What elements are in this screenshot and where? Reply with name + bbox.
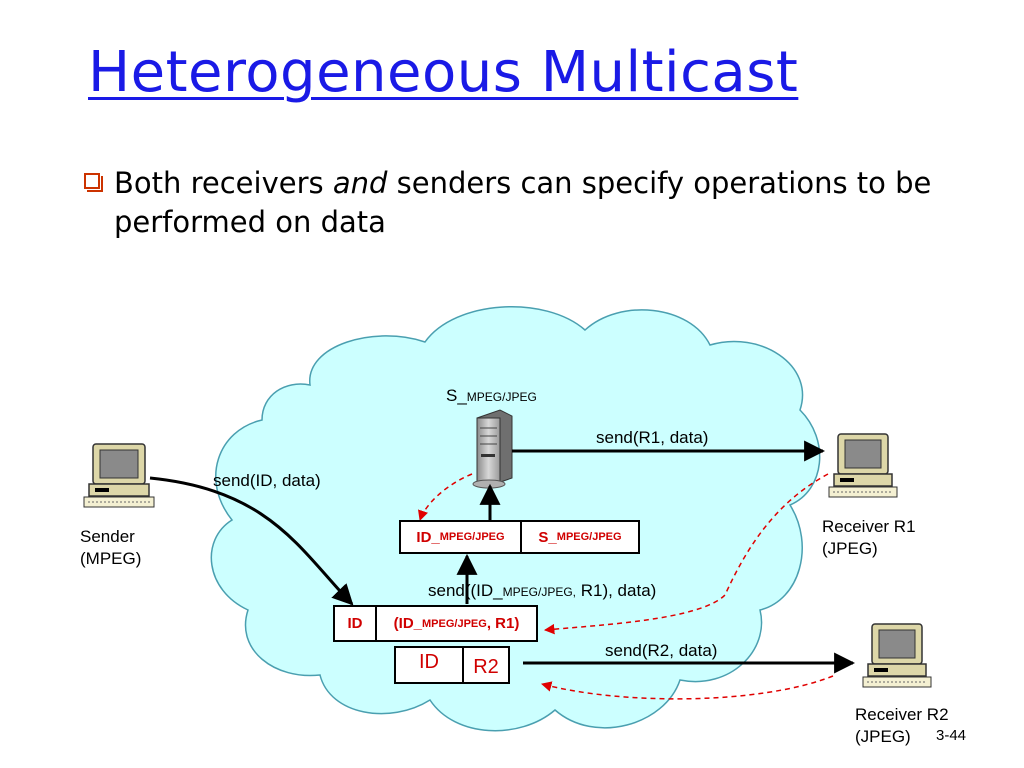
network-cloud xyxy=(210,306,821,732)
send-id-data-label: send(ID, data) xyxy=(213,471,321,490)
bullet-text: Both receivers and senders can specify o… xyxy=(114,166,932,239)
sender-to-id-arrow xyxy=(149,476,354,606)
sender-label: Sender(MPEG) xyxy=(80,527,142,568)
s-mpeg-jpeg-box: S_MPEG/JPEG xyxy=(520,520,640,554)
r2-box: R2 xyxy=(462,646,510,684)
bullet-emphasis: and xyxy=(332,166,388,200)
bottom-id-box: ID xyxy=(394,646,464,684)
slide-number: 3-44 xyxy=(936,727,967,744)
r1-to-idr1-dashed-arrow xyxy=(543,473,829,635)
send-nested-label: send((ID_MPEG/JPEG, R1), data) xyxy=(428,581,657,600)
send-r2-data-label: send(R2, data) xyxy=(605,641,718,660)
server-to-idmpeg-dashed-arrow xyxy=(418,473,473,521)
server-label: S_MPEG/JPEG xyxy=(446,386,537,405)
slide-title: Heterogeneous Multicast xyxy=(88,40,799,105)
send-r1-data-label: send(R1, data) xyxy=(596,428,709,447)
bullet-box-icon xyxy=(84,173,103,192)
id-mpeg-r1-box: (ID_MPEG/JPEG, R1) xyxy=(375,605,538,642)
r2-to-r2box-dashed-arrow xyxy=(540,675,834,700)
receiver-r2-label: Receiver R2(JPEG) xyxy=(855,705,949,746)
receiver-r1-computer-icon xyxy=(828,433,898,498)
id-mpeg-jpeg-box: ID_MPEG/JPEG xyxy=(399,520,522,554)
sender-computer-icon xyxy=(83,443,155,508)
receiver-r2-computer-icon xyxy=(862,623,932,688)
id-box: ID xyxy=(333,605,377,642)
receiver-r1-label: Receiver R1(JPEG) xyxy=(822,517,916,558)
server-icon xyxy=(472,409,513,489)
